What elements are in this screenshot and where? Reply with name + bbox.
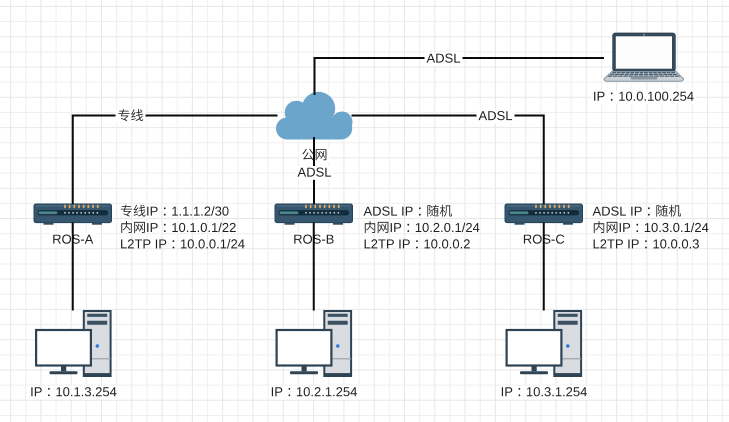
node-laptop[interactable] xyxy=(603,32,685,82)
label-laptop-ip-text: IP：10.0.100.254 xyxy=(593,89,694,104)
edges xyxy=(71,57,605,311)
router-a-info[interactable]: 专线IP：1.1.1.2/30 内网IP：10.1.0.1/22 L2TP IP… xyxy=(120,204,245,252)
router-icon xyxy=(33,203,112,226)
info-ros-a-line3: L2TP IP：10.0.0.1/24 xyxy=(121,239,245,249)
info-ros-a-line2: 内网IP：10.1.0.1/22 xyxy=(121,221,236,233)
label-laptop-ip: IP：10.0.100.254 xyxy=(590,89,697,104)
info-ros-b-line1-text: ADSL IP：随机 xyxy=(364,204,452,219)
edge-labels: ADSL 专线 ADSL ADSL xyxy=(115,52,515,180)
edge-cloud-router-a[interactable] xyxy=(71,114,278,205)
label-laptop-ip-bg xyxy=(590,90,697,104)
node-router-ros-b[interactable] xyxy=(274,203,353,226)
info-ros-c-line3-text: L2TP IP：10.0.0.3 xyxy=(593,236,700,251)
diagram-shapes xyxy=(33,32,685,378)
info-ros-b-line3: L2TP IP：10.0.0.2 xyxy=(364,236,471,251)
edge-label-adsl-cloud: ADSL xyxy=(295,166,334,180)
laptop-icon xyxy=(603,32,685,82)
edge-label-zhuanxian: 专线 xyxy=(115,109,146,124)
node-cloud[interactable] xyxy=(276,91,353,140)
edge-cloud-laptop[interactable] xyxy=(313,57,605,95)
label-pc-c-ip: IP：10.3.1.254 xyxy=(498,385,590,400)
label-pc-b-ip: IP：10.2.1.254 xyxy=(268,385,360,400)
router-icon xyxy=(504,203,583,226)
info-ros-b-line1: ADSL IP：随机 xyxy=(363,204,453,219)
router-icon xyxy=(274,203,353,226)
info-ros-a-line1: 专线IP：1.1.1.2/30 xyxy=(120,204,229,217)
info-ros-c-line1: ADSL IP：随机 xyxy=(592,204,682,219)
node-router-ros-c[interactable] xyxy=(504,203,583,226)
node-router-ros-a[interactable] xyxy=(33,203,112,226)
info-ros-b-line3-text: L2TP IP：10.0.0.2 xyxy=(364,236,471,251)
edge-cloud-router-c[interactable] xyxy=(351,114,545,205)
label-pc-a-ip: IP：10.1.3.254 xyxy=(28,385,119,400)
info-ros-b-line2: 内网IP：10.2.0.1/24 xyxy=(364,221,480,233)
edge-label-adsl-right: ADSL xyxy=(476,109,515,124)
edge-label-adsl-top: ADSL xyxy=(424,52,463,66)
info-ros-c-line3: L2TP IP：10.0.0.3 xyxy=(593,236,700,251)
cloud-icon xyxy=(276,91,353,140)
info-ros-c-line2: 内网IP：10.3.0.1/24 xyxy=(593,221,709,233)
info-ros-c-line1-text: ADSL IP：随机 xyxy=(593,204,681,219)
